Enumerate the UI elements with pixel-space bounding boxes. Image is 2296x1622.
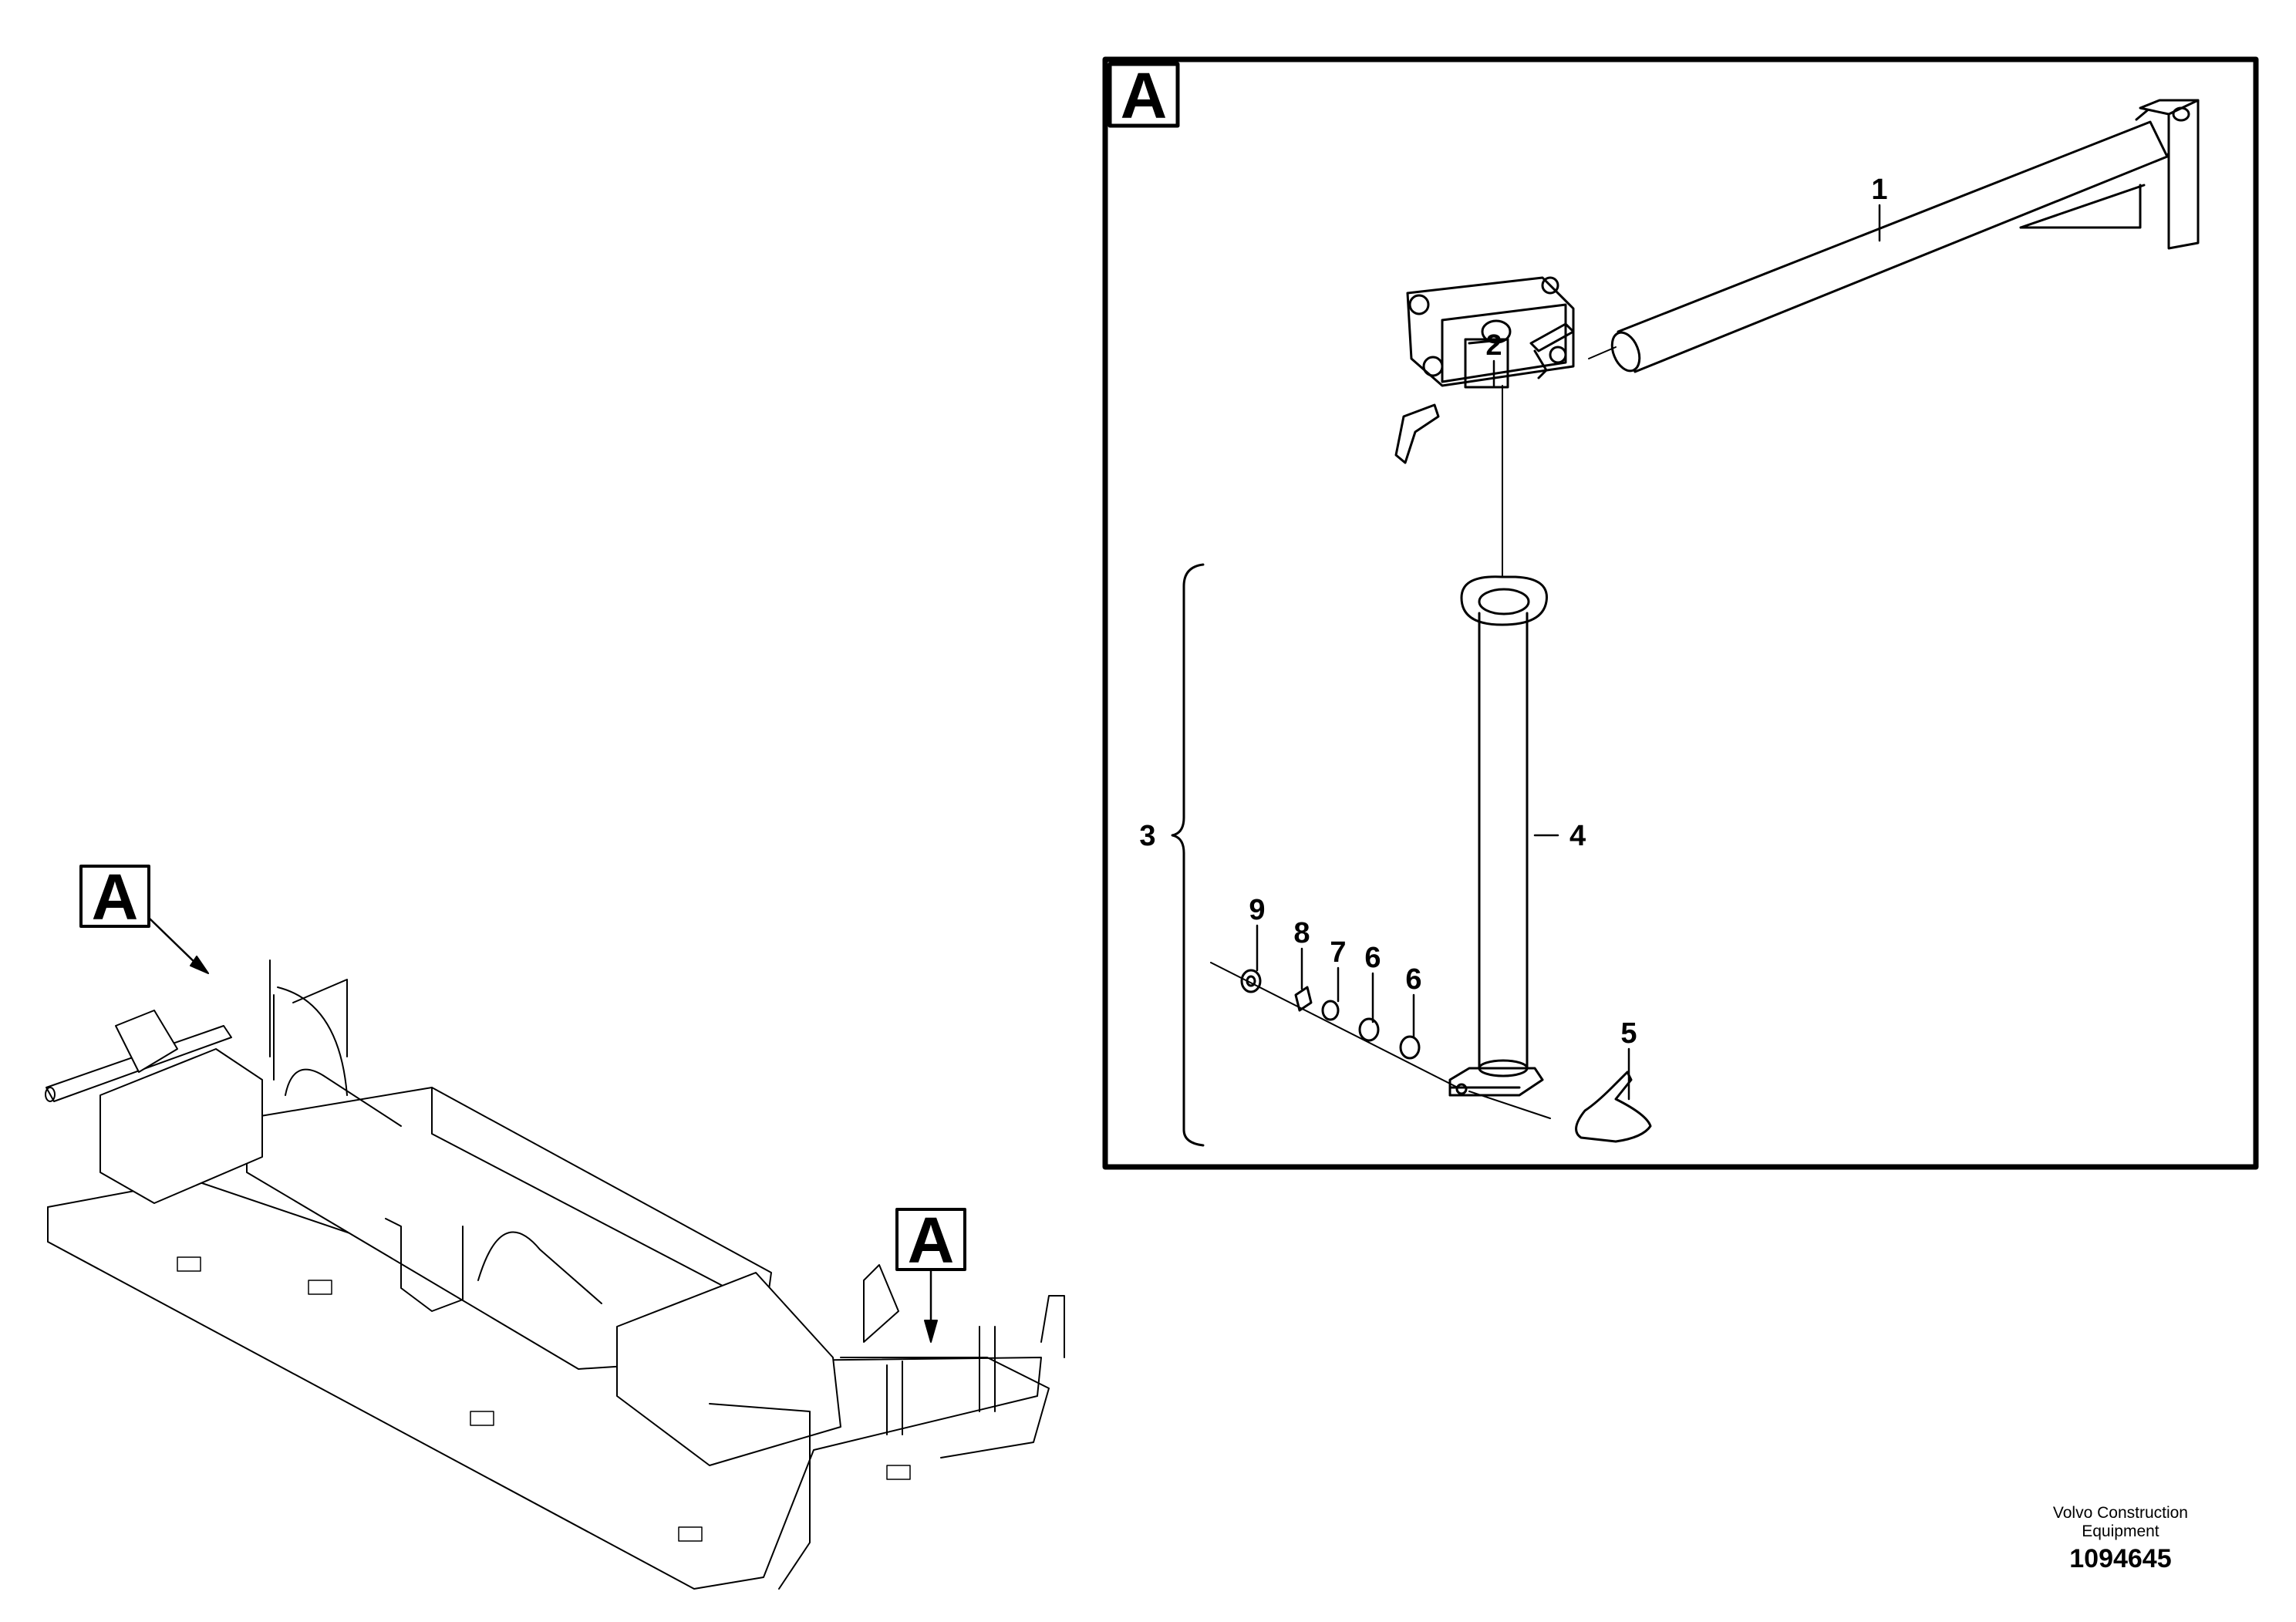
callout-3: 3 — [1139, 820, 1155, 852]
callout-9: 9 — [1249, 894, 1265, 926]
part-8-pin — [1294, 986, 1313, 1012]
part-6-washer-b — [1399, 1035, 1421, 1060]
hardware-parts — [1210, 962, 1652, 1143]
leader-lines — [1256, 204, 1881, 1101]
footer-block: Volvo Construction Equipment 1094645 — [2053, 1504, 2188, 1574]
callout-1: 1 — [1871, 174, 1887, 206]
drawing-number: 1094645 — [2069, 1544, 2172, 1573]
brand-line-2: Equipment — [2082, 1523, 2159, 1540]
machine-overview — [45, 865, 1065, 1590]
callout-6a: 6 — [1364, 942, 1381, 974]
callout-4: 4 — [1569, 820, 1586, 852]
callout-5: 5 — [1620, 1017, 1637, 1050]
part-4-stand — [1448, 575, 1548, 1097]
overview-label-right: A — [908, 1204, 955, 1276]
group-3-brace — [1171, 563, 1205, 1147]
part-5-clip — [1575, 1071, 1652, 1143]
callout-7: 7 — [1330, 936, 1346, 969]
part-6-washer-a — [1358, 1017, 1380, 1042]
detail-frame — [1102, 56, 2259, 1170]
callout-6b: 6 — [1405, 963, 1421, 996]
part-2-bracket — [1394, 276, 1575, 579]
detail-label-box — [1108, 62, 1180, 128]
callout-8: 8 — [1293, 917, 1310, 949]
overview-label-box-left — [79, 865, 150, 928]
overview-label-left: A — [92, 861, 139, 933]
brand-line-1: Volvo Construction — [2052, 1504, 2188, 1522]
part-1-bar — [1588, 99, 2200, 373]
part-9-nut — [1240, 969, 1262, 993]
callout-2: 2 — [1485, 329, 1502, 362]
part-7-washer — [1321, 1000, 1340, 1021]
detail-label: A — [1121, 59, 1168, 132]
